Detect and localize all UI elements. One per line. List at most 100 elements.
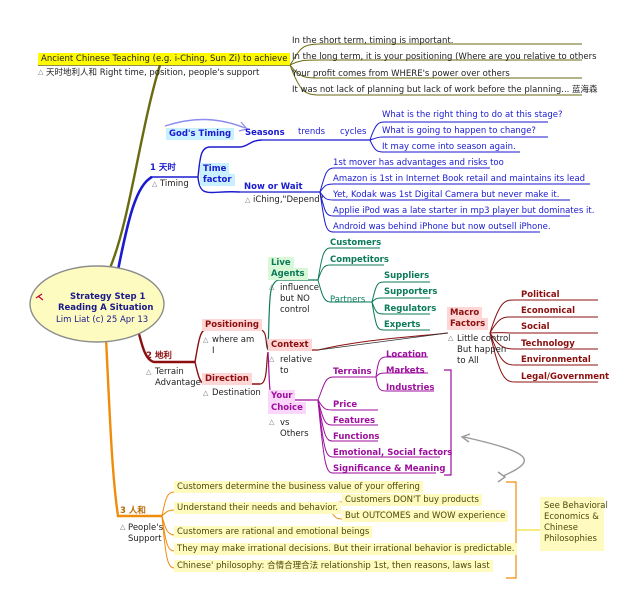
terrains-node[interactable]: Terrains <box>333 367 372 377</box>
live-note-2: but NO <box>280 294 310 304</box>
center-credit: Lim Liat (c) 25 Apr 13 <box>56 315 149 325</box>
callout-line: Economics & <box>544 512 599 522</box>
macro-item[interactable]: Political <box>521 290 560 300</box>
example-item[interactable]: Android was behind iPhone but now outsel… <box>333 222 551 232</box>
macro-item[interactable]: Social <box>521 322 550 332</box>
macro-note-2: But happen <box>457 345 507 355</box>
context-note-2: to <box>280 366 289 376</box>
top-item[interactable]: In the short term, timing is important. <box>292 36 454 46</box>
terrain-note-1: Terrain <box>155 367 184 377</box>
time-factor-node[interactable]: Time <box>200 163 230 175</box>
terrain-item[interactable]: Industries <box>386 383 435 393</box>
callout-line: Chinese <box>544 523 578 533</box>
customers-node[interactable]: Customers <box>330 238 382 248</box>
center-title[interactable]: Strategy Step 1 <box>70 292 146 302</box>
people-item[interactable]: Customers determine the business value o… <box>174 481 423 493</box>
callout-box[interactable]: See Behavioral Economics & Chinese Philo… <box>540 497 608 551</box>
macro-item[interactable]: Legal/Government <box>521 372 610 382</box>
partner-item[interactable]: Suppliers <box>384 271 430 281</box>
example-item[interactable]: Amazon is 1st in Internet Book retail an… <box>333 174 586 184</box>
trends-node[interactable]: trends <box>298 127 326 137</box>
terrain-item[interactable]: Markets <box>386 366 425 376</box>
top-item[interactable]: In the long term, it is your positioning… <box>292 52 597 62</box>
live-agents-node[interactable]: Live <box>268 257 294 269</box>
choice-item[interactable]: Emotional, Social factors <box>333 448 453 458</box>
your-choice-node[interactable]: Your <box>268 390 296 402</box>
note-icon: △ <box>203 389 209 397</box>
top-item[interactable]: It was not lack of planning but lack of … <box>292 85 598 95</box>
people-sub-item[interactable]: But OUTCOMES and WOW experience <box>342 510 509 522</box>
partner-item[interactable]: Experts <box>384 320 421 330</box>
note-icon: △ <box>245 196 251 204</box>
people-item[interactable]: Chinese' philosophy: 合情合理合法 relationship… <box>174 560 493 572</box>
timing-note: Timing <box>160 179 189 189</box>
positioning-node[interactable]: Positioning <box>202 319 262 331</box>
macro-note-1: Little control <box>457 334 511 344</box>
macro-factors-node-line2: Factors <box>447 318 489 330</box>
context-node[interactable]: Context <box>268 339 312 351</box>
partner-item[interactable]: Regulators <box>384 304 437 314</box>
people-item[interactable]: Customers are rational and emotional bei… <box>174 526 373 538</box>
your-choice-node-line2: Choice <box>268 402 306 414</box>
choice-note-1: vs <box>280 418 290 428</box>
top-item[interactable]: Your profit comes from WHERE's power ove… <box>292 69 510 79</box>
example-item[interactable]: 1st mover has advantages and risks too <box>333 158 504 168</box>
macro-item[interactable]: Environmental <box>521 355 591 365</box>
direction-node[interactable]: Direction <box>202 373 252 385</box>
center-node <box>29 265 165 343</box>
center-subtitle[interactable]: Reading A Situation <box>58 303 154 313</box>
choice-item[interactable]: Price <box>333 400 358 410</box>
terrain-label[interactable]: 2 地利 <box>146 351 172 361</box>
timing-label[interactable]: 1 天时 <box>150 163 176 173</box>
people-note-1: People's <box>128 523 164 533</box>
live-agents-node-line2: Agents <box>268 268 308 280</box>
question-item[interactable]: What is the right thing to do at this st… <box>382 110 563 120</box>
note-icon: △ <box>448 334 454 342</box>
example-item[interactable]: Applie iPod was a late starter in mp3 pl… <box>333 206 595 216</box>
people-item[interactable]: They may make irrational decisions. But … <box>174 543 518 555</box>
macro-factors-node[interactable]: Macro <box>447 307 483 319</box>
positioning-note-1: where am <box>212 335 255 345</box>
direction-note: Destination <box>212 388 261 398</box>
live-note-3: control <box>280 305 310 315</box>
now-note: iChing,"Depend" <box>253 195 324 205</box>
choice-item[interactable]: Functions <box>333 432 380 442</box>
macro-item[interactable]: Economical <box>521 306 576 316</box>
note-icon: △ <box>152 180 158 188</box>
people-item[interactable]: Understand their needs and behavior. <box>174 502 341 514</box>
note-icon: △ <box>269 418 275 426</box>
top-note: 天时地利人和 Right time, position, people's su… <box>46 68 260 78</box>
positioning-note-2: I <box>212 346 215 356</box>
choice-item[interactable]: Features <box>333 416 376 426</box>
example-item[interactable]: Yet, Kodak was 1st Digital Camera but ne… <box>333 190 560 200</box>
partners-node[interactable]: Partners <box>330 295 366 305</box>
note-icon: △ <box>146 368 152 376</box>
now-or-wait-node[interactable]: Now or Wait <box>244 182 303 192</box>
context-note-1: relative <box>280 355 313 365</box>
partner-item[interactable]: Supporters <box>384 287 438 297</box>
question-item[interactable]: What is going to happen to change? <box>382 126 536 136</box>
question-item[interactable]: It may come into season again. <box>382 142 516 152</box>
people-sub-item[interactable]: Customers DON'T buy products <box>342 494 482 506</box>
macro-note-3: to All <box>457 356 479 366</box>
terrain-note-2: Advantage <box>155 378 201 388</box>
choice-item[interactable]: Significance & Meaning <box>333 464 446 474</box>
top-title[interactable]: Ancient Chinese Teaching (e.g. i-Ching, … <box>38 53 291 65</box>
cycles-node[interactable]: cycles <box>340 127 367 137</box>
people-note-2: Support <box>128 534 162 544</box>
callout-line: See Behavioral <box>544 501 608 511</box>
note-icon: △ <box>269 283 275 291</box>
competitors-node[interactable]: Competitors <box>330 255 389 265</box>
people-label[interactable]: 3 人和 <box>120 506 146 516</box>
note-icon: △ <box>203 336 209 344</box>
note-icon: △ <box>120 523 126 531</box>
terrain-item[interactable]: Location <box>386 350 427 360</box>
callout-line: Philosophies <box>544 534 597 544</box>
seasons-node[interactable]: Seasons <box>245 128 285 138</box>
live-note-1: influence <box>280 283 320 293</box>
note-icon: △ <box>269 355 275 363</box>
gods-timing-node[interactable]: God's Timing <box>166 128 235 140</box>
time-factor-node-line2: factor <box>200 174 235 186</box>
macro-item[interactable]: Technology <box>521 339 575 349</box>
